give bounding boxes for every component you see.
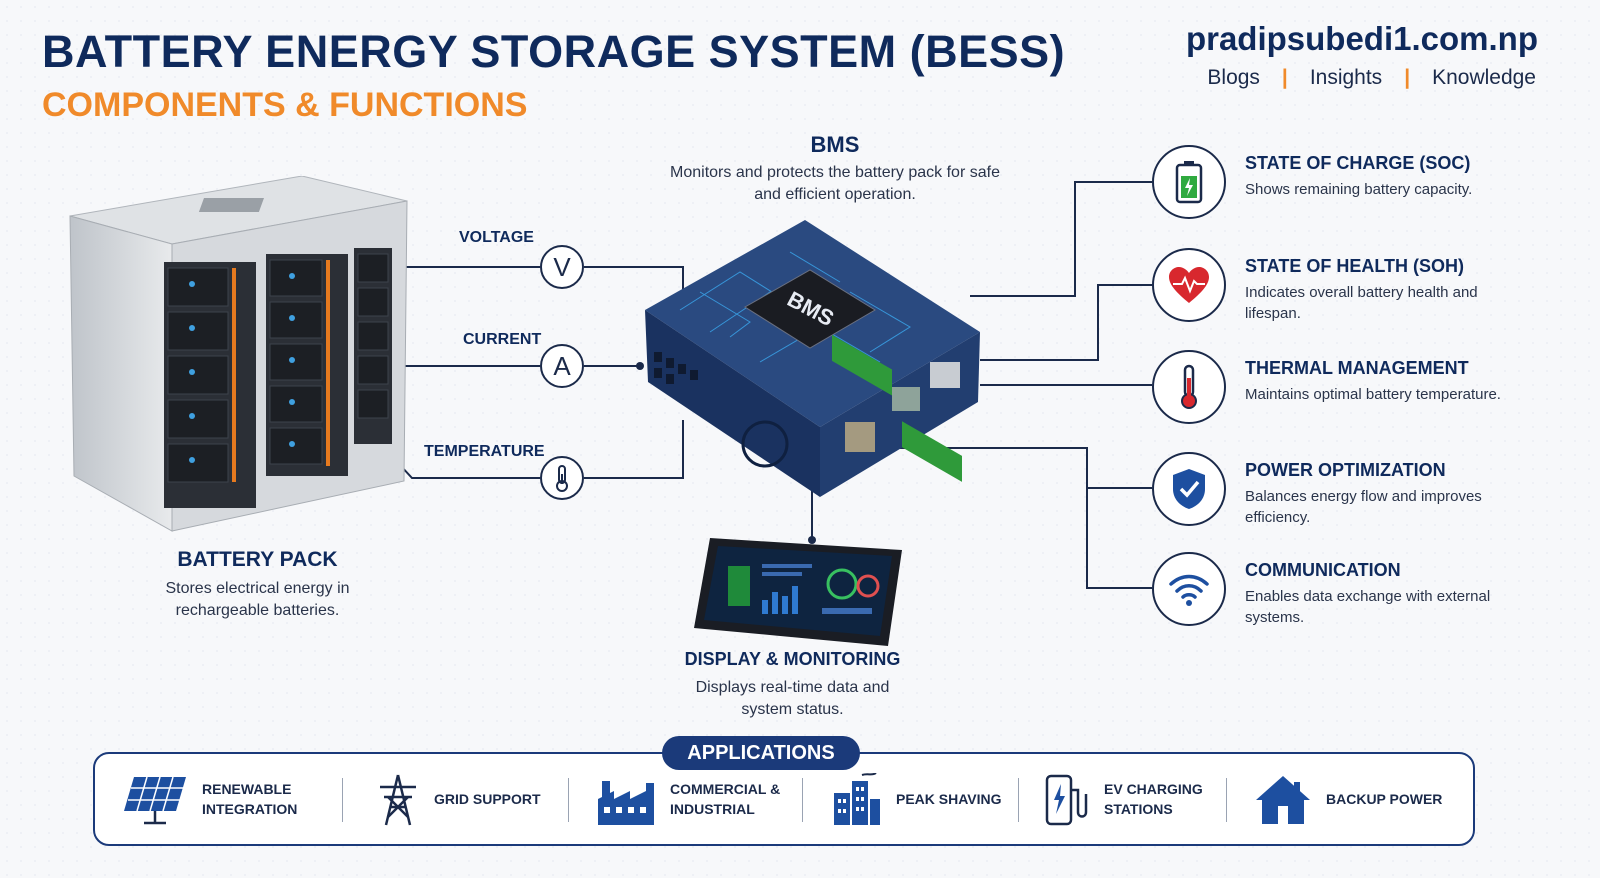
- display-title: DISPLAY & MONITORING: [684, 649, 901, 669]
- feature-communication: COMMUNICATION Enables data exchange with…: [1152, 552, 1572, 630]
- building-icon: [834, 773, 880, 825]
- wifi-icon: [1152, 552, 1226, 626]
- feature-title: STATE OF HEALTH (SOH): [1245, 256, 1464, 276]
- battery-pack-description: Stores electrical energy in rechargeable…: [165, 580, 350, 619]
- divider: [1018, 778, 1019, 822]
- bms-title: BMS: [810, 132, 860, 157]
- page-subtitle: COMPONENTS & FUNCTIONS: [42, 86, 528, 124]
- app-ev-charging: EV CHARGING STATIONS: [1044, 772, 1203, 828]
- app-label: COMMERCIAL & INDUSTRIAL: [670, 781, 781, 817]
- factory-icon: [598, 781, 654, 825]
- feature-soh: STATE OF HEALTH (SOH) Indicates overall …: [1152, 248, 1572, 326]
- divider: [568, 778, 569, 822]
- nav-link-knowledge[interactable]: Knowledge: [1432, 66, 1536, 89]
- nav-separator: |: [1281, 66, 1288, 89]
- thermometer-icon: [540, 456, 584, 500]
- temperature-wire-bms: [584, 420, 684, 479]
- nav-link-insights[interactable]: Insights: [1309, 66, 1383, 89]
- heart-icon: [1152, 248, 1226, 322]
- current-node: [636, 362, 644, 370]
- app-label: BACKUP POWER: [1326, 791, 1443, 808]
- feature-title: COMMUNICATION: [1245, 560, 1401, 580]
- brand-domain[interactable]: pradipsubedi1.com.np: [1185, 20, 1538, 57]
- power-tower-icon: [380, 774, 416, 826]
- app-label: PEAK SHAVING: [896, 791, 1002, 808]
- shield-check-icon: [1152, 452, 1226, 526]
- display-node: [808, 536, 816, 544]
- current-label: CURRENT: [463, 331, 542, 348]
- app-label: EV CHARGING STATIONS: [1104, 781, 1203, 817]
- comm-wire: [1086, 488, 1152, 589]
- page-title: BATTERY ENERGY STORAGE SYSTEM (BESS): [42, 26, 1066, 77]
- solar-panel-icon: [124, 776, 186, 825]
- display-description: Displays real-time data and system statu…: [695, 679, 890, 718]
- ev-charger-icon: [1045, 774, 1088, 826]
- feature-thermal: THERMAL MANAGEMENT Maintains optimal bat…: [1152, 350, 1572, 428]
- feature-title: POWER OPTIMIZATION: [1245, 460, 1446, 480]
- temperature-label: TEMPERATURE: [424, 443, 545, 460]
- feature-soc: STATE OF CHARGE (SOC) Shows remaining ba…: [1152, 145, 1572, 223]
- voltage-label: VOLTAGE: [459, 229, 534, 246]
- app-backup-power: BACKUP POWER: [1254, 772, 1442, 828]
- brand-links: Blogs | Insights | Knowledge: [1207, 66, 1536, 90]
- feature-title: THERMAL MANAGEMENT: [1245, 358, 1469, 378]
- divider: [1226, 778, 1227, 822]
- nav-link-blogs[interactable]: Blogs: [1207, 66, 1260, 89]
- soh-wire: [980, 284, 1152, 361]
- power-wire: [900, 447, 1152, 489]
- applications-title: APPLICATIONS: [662, 736, 860, 770]
- feature-description: Balances energy flow and improves effici…: [1245, 488, 1482, 526]
- feature-description: Enables data exchange with external syst…: [1245, 588, 1491, 626]
- feature-power: POWER OPTIMIZATION Balances energy flow …: [1152, 452, 1572, 530]
- app-label: RENEWABLE INTEGRATION: [202, 781, 298, 817]
- voltage-wire-bms: [584, 266, 684, 296]
- battery-icon: [1152, 145, 1226, 219]
- current-icon: A: [540, 344, 584, 388]
- app-commercial-industrial: COMMERCIAL & INDUSTRIAL: [596, 772, 780, 828]
- divider: [802, 778, 803, 822]
- feature-title: STATE OF CHARGE (SOC): [1245, 153, 1471, 173]
- nav-separator: |: [1404, 66, 1411, 89]
- voltage-icon: V: [540, 245, 584, 289]
- feature-description: Indicates overall battery health and lif…: [1245, 284, 1478, 322]
- battery-pack-image: [69, 176, 408, 532]
- house-icon: [1256, 776, 1310, 824]
- feature-description: Maintains optimal battery temperature.: [1245, 386, 1501, 403]
- feature-description: Shows remaining battery capacity.: [1245, 181, 1473, 198]
- app-label: GRID SUPPORT: [434, 791, 541, 808]
- app-grid-support: GRID SUPPORT: [376, 772, 541, 828]
- divider: [342, 778, 343, 822]
- thermometer-icon: [1152, 350, 1226, 424]
- display-tablet-image: [694, 538, 902, 646]
- app-renewable-integration: RENEWABLE INTEGRATION: [122, 772, 297, 828]
- battery-pack-title: BATTERY PACK: [177, 548, 338, 571]
- app-peak-shaving: PEAK SHAVING: [830, 772, 1002, 828]
- soc-wire: [970, 181, 1152, 297]
- bms-description: Monitors and protects the battery pack f…: [670, 164, 1000, 203]
- bms-device-image: BMS: [645, 220, 980, 497]
